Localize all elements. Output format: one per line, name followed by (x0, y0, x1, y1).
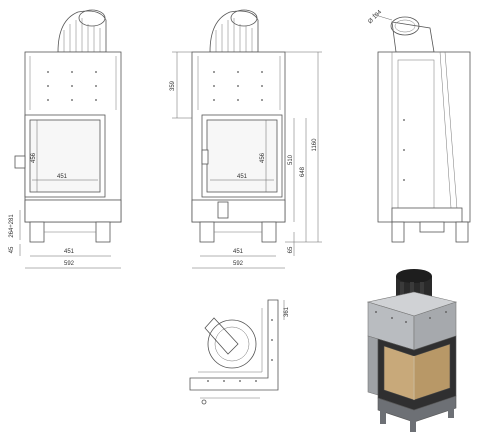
front-view: 456 451 264÷281 45 451 592 (9, 9, 122, 269)
side-control (419, 221, 445, 233)
front2-dim-648: 648 (300, 166, 306, 177)
side-body (377, 51, 471, 223)
front-dim-width-door: 451 (57, 174, 68, 180)
render-screw-dots (375, 311, 447, 323)
front2-dim-base-width: 451 (233, 249, 244, 255)
front-dim-height-door: 456 (31, 152, 37, 163)
front2-dim-1160: 1160 (312, 138, 318, 152)
render-leg-middle (410, 420, 416, 432)
front2-dim-height-door: 456 (260, 152, 266, 163)
front2-door-handle (201, 149, 209, 165)
render-leg-right (448, 404, 454, 418)
side-leg-left (391, 221, 405, 243)
front2-air-control (217, 201, 229, 219)
side-leg-right (455, 221, 469, 243)
render-lower-left (367, 335, 379, 396)
front-door-glass (29, 119, 101, 193)
top-dim-side: 361 (284, 306, 290, 317)
front2-leg-left (199, 221, 215, 243)
front2-dim-top: 359 (170, 80, 176, 91)
front2-dim-width-door: 451 (237, 174, 248, 180)
top-view: 361 (189, 299, 290, 405)
front-door-handle (14, 155, 26, 169)
render-leg-left (380, 410, 386, 424)
front2-door-glass (206, 119, 278, 193)
front-dim-leg-range: 264÷281 (9, 214, 15, 238)
front-base (24, 199, 122, 223)
front-flue-dome (57, 9, 107, 53)
front-dim-base-width: 451 (64, 249, 75, 255)
side-dim-flue-diameter: Ø 194 (367, 9, 383, 25)
side-base (391, 207, 463, 223)
render-3d-view (366, 269, 458, 432)
front-leg-left (29, 221, 45, 243)
side-flue-pipe (390, 16, 435, 53)
front2-dim-total-width: 592 (233, 261, 244, 267)
front2-screw-dots (213, 71, 263, 101)
front2-base (191, 199, 286, 223)
render-base (377, 395, 457, 423)
front2-flue-dome (209, 9, 259, 53)
front-dim-foot: 45 (9, 246, 15, 253)
side-view: Ø 194 (367, 9, 471, 243)
front-dim-total-width: 592 (64, 261, 75, 267)
front-leg-right (95, 221, 111, 243)
top-screw-dots (207, 319, 273, 382)
front2-dim-510: 510 (288, 154, 294, 165)
front2-dim-65: 65 (288, 246, 294, 253)
front-screw-dots (47, 71, 97, 101)
front-view-dimensioned: 359 456 451 510 648 1160 65 451 592 (170, 9, 322, 269)
top-flue-circle (204, 317, 257, 369)
top-outline (189, 299, 279, 391)
front2-leg-right (261, 221, 277, 243)
